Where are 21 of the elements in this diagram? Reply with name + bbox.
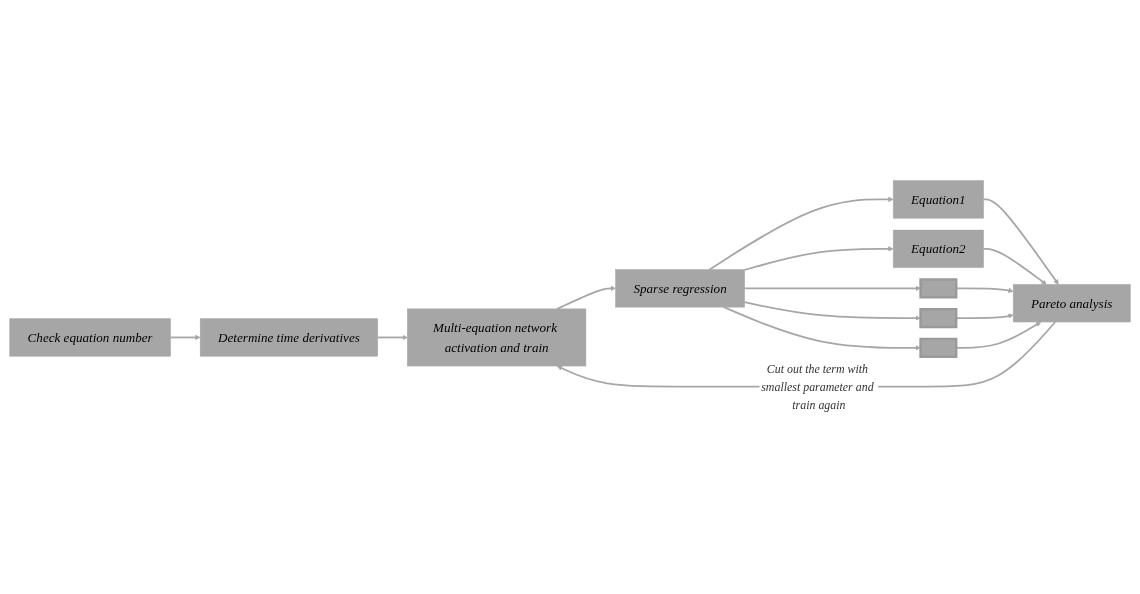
node-bar (919, 337, 958, 358)
node-box: Sparse regression (615, 269, 745, 308)
node-bar (919, 278, 958, 299)
arrow (556, 285, 616, 310)
arrow (982, 198, 1059, 285)
node-box: Multi-equation network activation and train (407, 308, 587, 367)
node-box: Equation1 (892, 180, 984, 219)
arrow (557, 321, 1057, 388)
node-bar (919, 308, 958, 329)
arrow (743, 246, 894, 271)
arrow (743, 285, 921, 291)
arrow (708, 196, 894, 271)
arrow (982, 247, 1047, 285)
arrow (169, 334, 201, 341)
node-box: Pareto analysis (1012, 284, 1131, 323)
edge-label: Cut out the term with smallest parameter and train again (761, 362, 874, 411)
node-box: Determine time derivatives (199, 318, 378, 357)
node-box: Equation2 (892, 229, 984, 268)
arrow (376, 334, 408, 341)
node-box: Check equation number (9, 318, 171, 357)
arrow (743, 301, 921, 321)
